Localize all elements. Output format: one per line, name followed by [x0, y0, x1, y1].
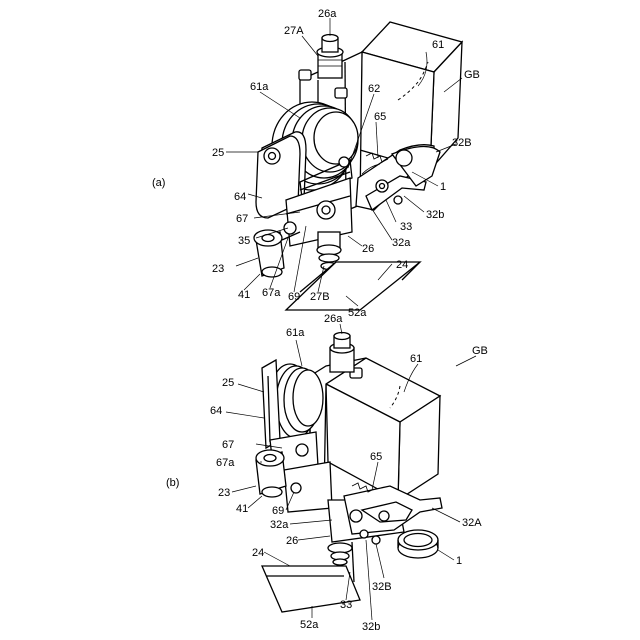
- label-27B: 27B: [310, 291, 330, 303]
- figure-a-drawing: [254, 22, 462, 310]
- label-26a: 26a: [318, 8, 337, 20]
- label-26: 26: [286, 535, 298, 547]
- label-1: 1: [456, 555, 462, 567]
- label-52a: 52a: [300, 619, 319, 631]
- label-61a: 61a: [286, 327, 305, 339]
- label-65: 65: [374, 111, 386, 123]
- label-69: 69: [288, 291, 300, 303]
- label-61: 61: [432, 39, 444, 51]
- label-41: 41: [238, 289, 250, 301]
- label-23: 23: [218, 487, 230, 499]
- label-67a: 67a: [262, 287, 281, 299]
- label-64: 64: [234, 191, 246, 203]
- label-32A: 32A: [462, 517, 482, 529]
- label-32B: 32B: [372, 581, 392, 593]
- panel-label-a: (a): [152, 177, 165, 189]
- label-26a: 26a: [324, 313, 343, 325]
- label-61a: 61a: [250, 81, 269, 93]
- panel-label-b: (b): [166, 477, 179, 489]
- label-41: 41: [236, 503, 248, 515]
- label-25: 25: [222, 377, 234, 389]
- label-24: 24: [396, 259, 408, 271]
- label-52a: 52a: [348, 307, 367, 319]
- label-32a: 32a: [270, 519, 289, 531]
- label-69: 69: [272, 505, 284, 517]
- label-33: 33: [340, 599, 352, 611]
- label-64: 64: [210, 405, 222, 417]
- label-GB: GB: [472, 345, 488, 357]
- label-35: 35: [238, 235, 250, 247]
- label-67: 67: [222, 439, 234, 451]
- label-27A: 27A: [284, 25, 304, 37]
- label-1: 1: [440, 181, 446, 193]
- label-24: 24: [252, 547, 264, 559]
- figure-b-drawing: [256, 333, 442, 613]
- label-67: 67: [236, 213, 248, 225]
- label-65: 65: [370, 451, 382, 463]
- label-62: 62: [368, 83, 380, 95]
- label-33: 33: [400, 221, 412, 233]
- label-25: 25: [212, 147, 224, 159]
- label-26: 26: [362, 243, 374, 255]
- label-GB: GB: [464, 69, 480, 81]
- label-67a: 67a: [216, 457, 235, 469]
- label-32b: 32b: [362, 621, 380, 633]
- label-32B: 32B: [452, 137, 472, 149]
- label-32a: 32a: [392, 237, 411, 249]
- label-61: 61: [410, 353, 422, 365]
- label-32b: 32b: [426, 209, 444, 221]
- label-23: 23: [212, 263, 224, 275]
